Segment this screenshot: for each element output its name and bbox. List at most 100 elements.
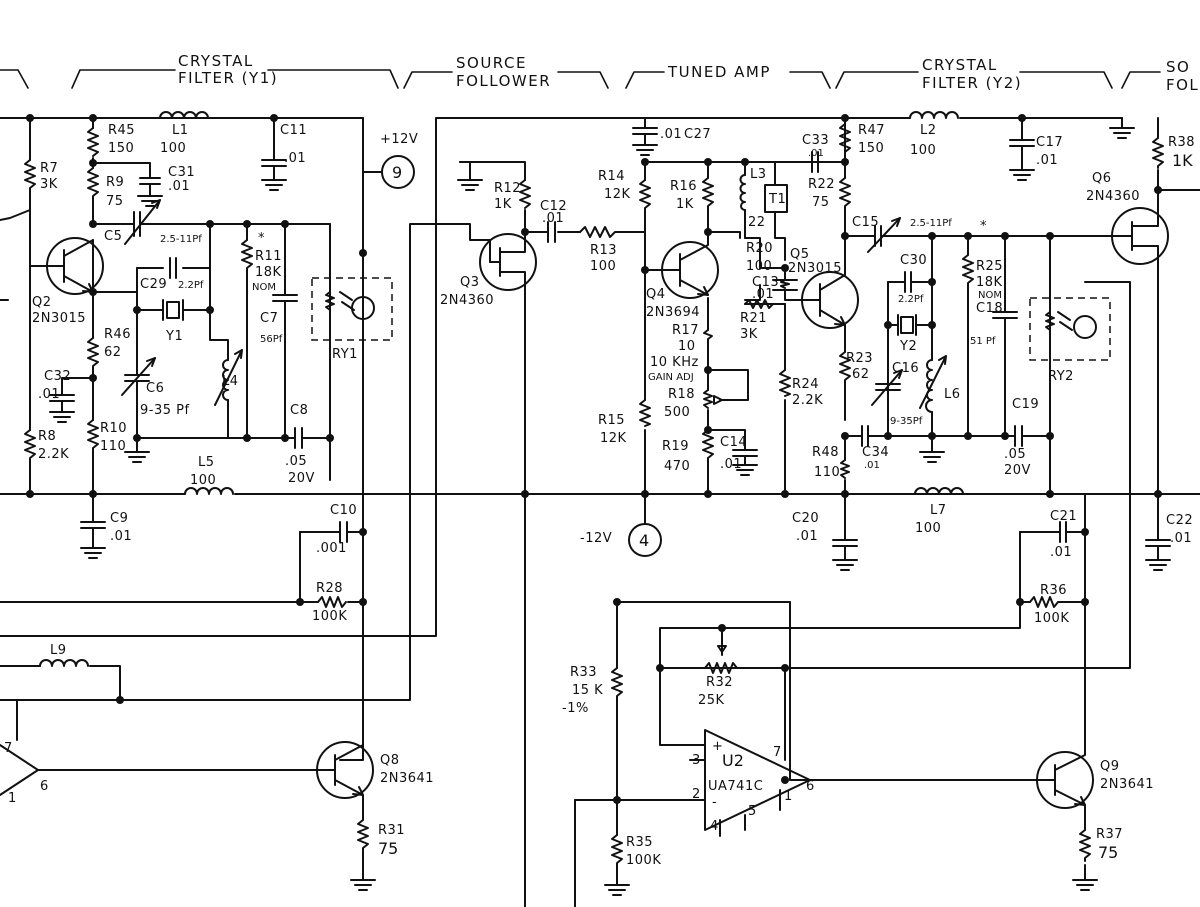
label-q9-ref: Q9	[1100, 759, 1120, 774]
label-r47-value: 150	[858, 141, 884, 156]
label-r15-value: 12K	[600, 431, 627, 446]
inductor-l3	[739, 174, 746, 211]
resistor-r22	[839, 177, 851, 211]
label-c9-value: .01	[110, 529, 132, 544]
label-q9-value: 2N3641	[1100, 777, 1154, 792]
label-l9-ref: L9	[50, 643, 67, 658]
resistor-r46	[87, 337, 99, 369]
resistor-r9	[87, 167, 99, 199]
label-c34-value: .01	[864, 460, 880, 471]
capacitor-c19	[1014, 425, 1029, 447]
label-r48-ref: R48	[812, 445, 839, 460]
label-u1-pin1: 1	[8, 791, 17, 806]
label-r9-value: 75	[106, 194, 124, 209]
label-r20-value: 100	[746, 259, 772, 274]
terminal-minus12v-number: 4	[639, 531, 649, 550]
label-c32-ref: C32	[44, 369, 71, 384]
label-r31-value: 75	[378, 839, 398, 858]
label-r19-value: 470	[664, 459, 690, 474]
section-crystal-filter-y1-line2: FILTER (Y1)	[178, 69, 278, 87]
label-r33-tolerance: -1%	[562, 701, 589, 716]
resistor-r13	[579, 226, 626, 238]
label-u2-ref: U2	[722, 751, 744, 770]
inductor-l5	[184, 487, 234, 495]
label-c20-ref: C20	[792, 511, 819, 526]
terminal-plus12v-label: +12V	[380, 132, 418, 147]
label-r11-ref: R11	[255, 249, 282, 264]
label-r46-value: 62	[104, 345, 122, 360]
label-c33-ref: C33	[802, 133, 829, 148]
label-r18-ref: R18	[668, 387, 695, 402]
label-c6-ref: C6	[146, 381, 164, 396]
label-u2-pin3: 3	[692, 753, 701, 768]
resistor-r38	[1152, 137, 1164, 169]
label-c18-ref: C18	[976, 301, 1003, 316]
label-c17-ref: C17	[1036, 135, 1063, 150]
label-u2-pin6: 6	[806, 779, 815, 794]
section-source-follower-1-line2: FOLLOWER	[456, 72, 551, 90]
capacitor-c8	[294, 427, 311, 449]
transistor-q2	[29, 237, 104, 295]
label-u2-pin5: 5	[748, 804, 757, 819]
label-r14-ref: R14	[598, 169, 625, 184]
resistor-r19	[702, 429, 714, 469]
label-c27-value: .01	[660, 127, 682, 142]
label-c16-ref: C16	[892, 361, 919, 376]
junctions	[26, 114, 1162, 804]
label-l5-value: 100	[190, 473, 216, 488]
label-c14-ref: C14	[720, 435, 747, 450]
label-r17-value: 10	[678, 339, 696, 354]
label-c29-value: 2.2Pf	[178, 280, 204, 291]
resistor-r16	[702, 177, 714, 211]
resistor-r47	[839, 123, 851, 153]
capacitor-c20	[832, 493, 858, 561]
label-r11-note: NOM	[252, 282, 276, 293]
capacitor-c27	[632, 127, 658, 146]
inductor-l9	[39, 659, 89, 667]
label-r23-ref: R23	[846, 351, 873, 366]
resistor-r28	[317, 596, 347, 608]
label-r38-value: 1K	[1172, 151, 1193, 170]
ground-symbols	[49, 127, 1171, 896]
terminal-plus12v: +12V 9	[362, 132, 418, 189]
label-u1-pin6: 6	[40, 779, 49, 794]
label-r47-ref: R47	[858, 123, 885, 138]
label-r12-ref: R12	[494, 181, 521, 196]
label-c13-ref: C13	[752, 275, 779, 290]
section-headers: CRYSTAL FILTER (Y1) SOURCE FOLLOWER TUNE…	[0, 52, 1198, 94]
label-c8-value: .05	[285, 454, 307, 469]
capacitor-c16-variable	[871, 369, 903, 437]
label-q4-ref: Q4	[646, 287, 666, 302]
fet-q6	[1111, 207, 1169, 265]
resistor-symbols	[24, 123, 1164, 871]
transformer-t1	[764, 184, 788, 213]
label-ry2-ref: RY2	[1048, 369, 1074, 384]
resistor-r45	[87, 127, 99, 157]
potentiometer-r18	[703, 389, 713, 409]
label-r8-ref: R8	[38, 429, 56, 444]
terminal-plus12v-number: 9	[392, 163, 402, 182]
label-c15-ref: C15	[852, 215, 879, 230]
label-c18-value: 51 Pf	[970, 336, 996, 347]
resistor-r48	[840, 459, 850, 479]
relay-ry2	[1029, 297, 1111, 361]
label-c19-ref: C19	[1012, 397, 1039, 412]
capacitor-symbols	[49, 127, 1171, 561]
resistor-r37	[1079, 829, 1091, 862]
label-c22-ref: C22	[1166, 513, 1193, 528]
capacitor-c33	[811, 151, 823, 173]
capacitor-c32	[49, 394, 75, 413]
label-r36-ref: R36	[1040, 583, 1067, 598]
label-u2-pin1: 1	[784, 789, 793, 804]
label-r25-value: 18K	[976, 275, 1003, 290]
capacitor-c30	[904, 271, 921, 293]
label-c16-value: 9-35Pf	[890, 416, 923, 427]
inductor-l7	[914, 487, 964, 495]
label-c6-value: 9-35 Pf	[140, 403, 190, 418]
label-c7-value: 56Pf	[260, 334, 283, 345]
capacitor-c17	[1009, 139, 1035, 171]
label-c12-value: .01	[542, 211, 564, 226]
label-u2-value: UA741C	[708, 779, 763, 794]
label-l3-ref: L3	[750, 167, 767, 182]
label-l7-value: 100	[915, 521, 941, 536]
